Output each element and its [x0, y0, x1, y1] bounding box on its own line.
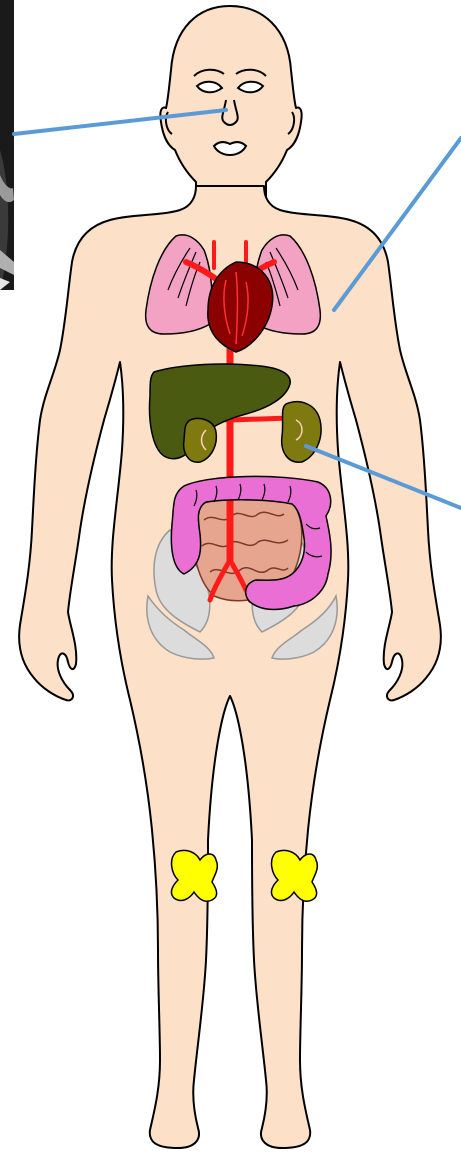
mouth: [214, 142, 246, 155]
right-knee: [271, 850, 317, 901]
left-eye: [197, 82, 222, 93]
right-eye: [238, 82, 263, 93]
head: [160, 6, 301, 200]
knees: [171, 850, 317, 901]
left-knee: [171, 850, 217, 901]
